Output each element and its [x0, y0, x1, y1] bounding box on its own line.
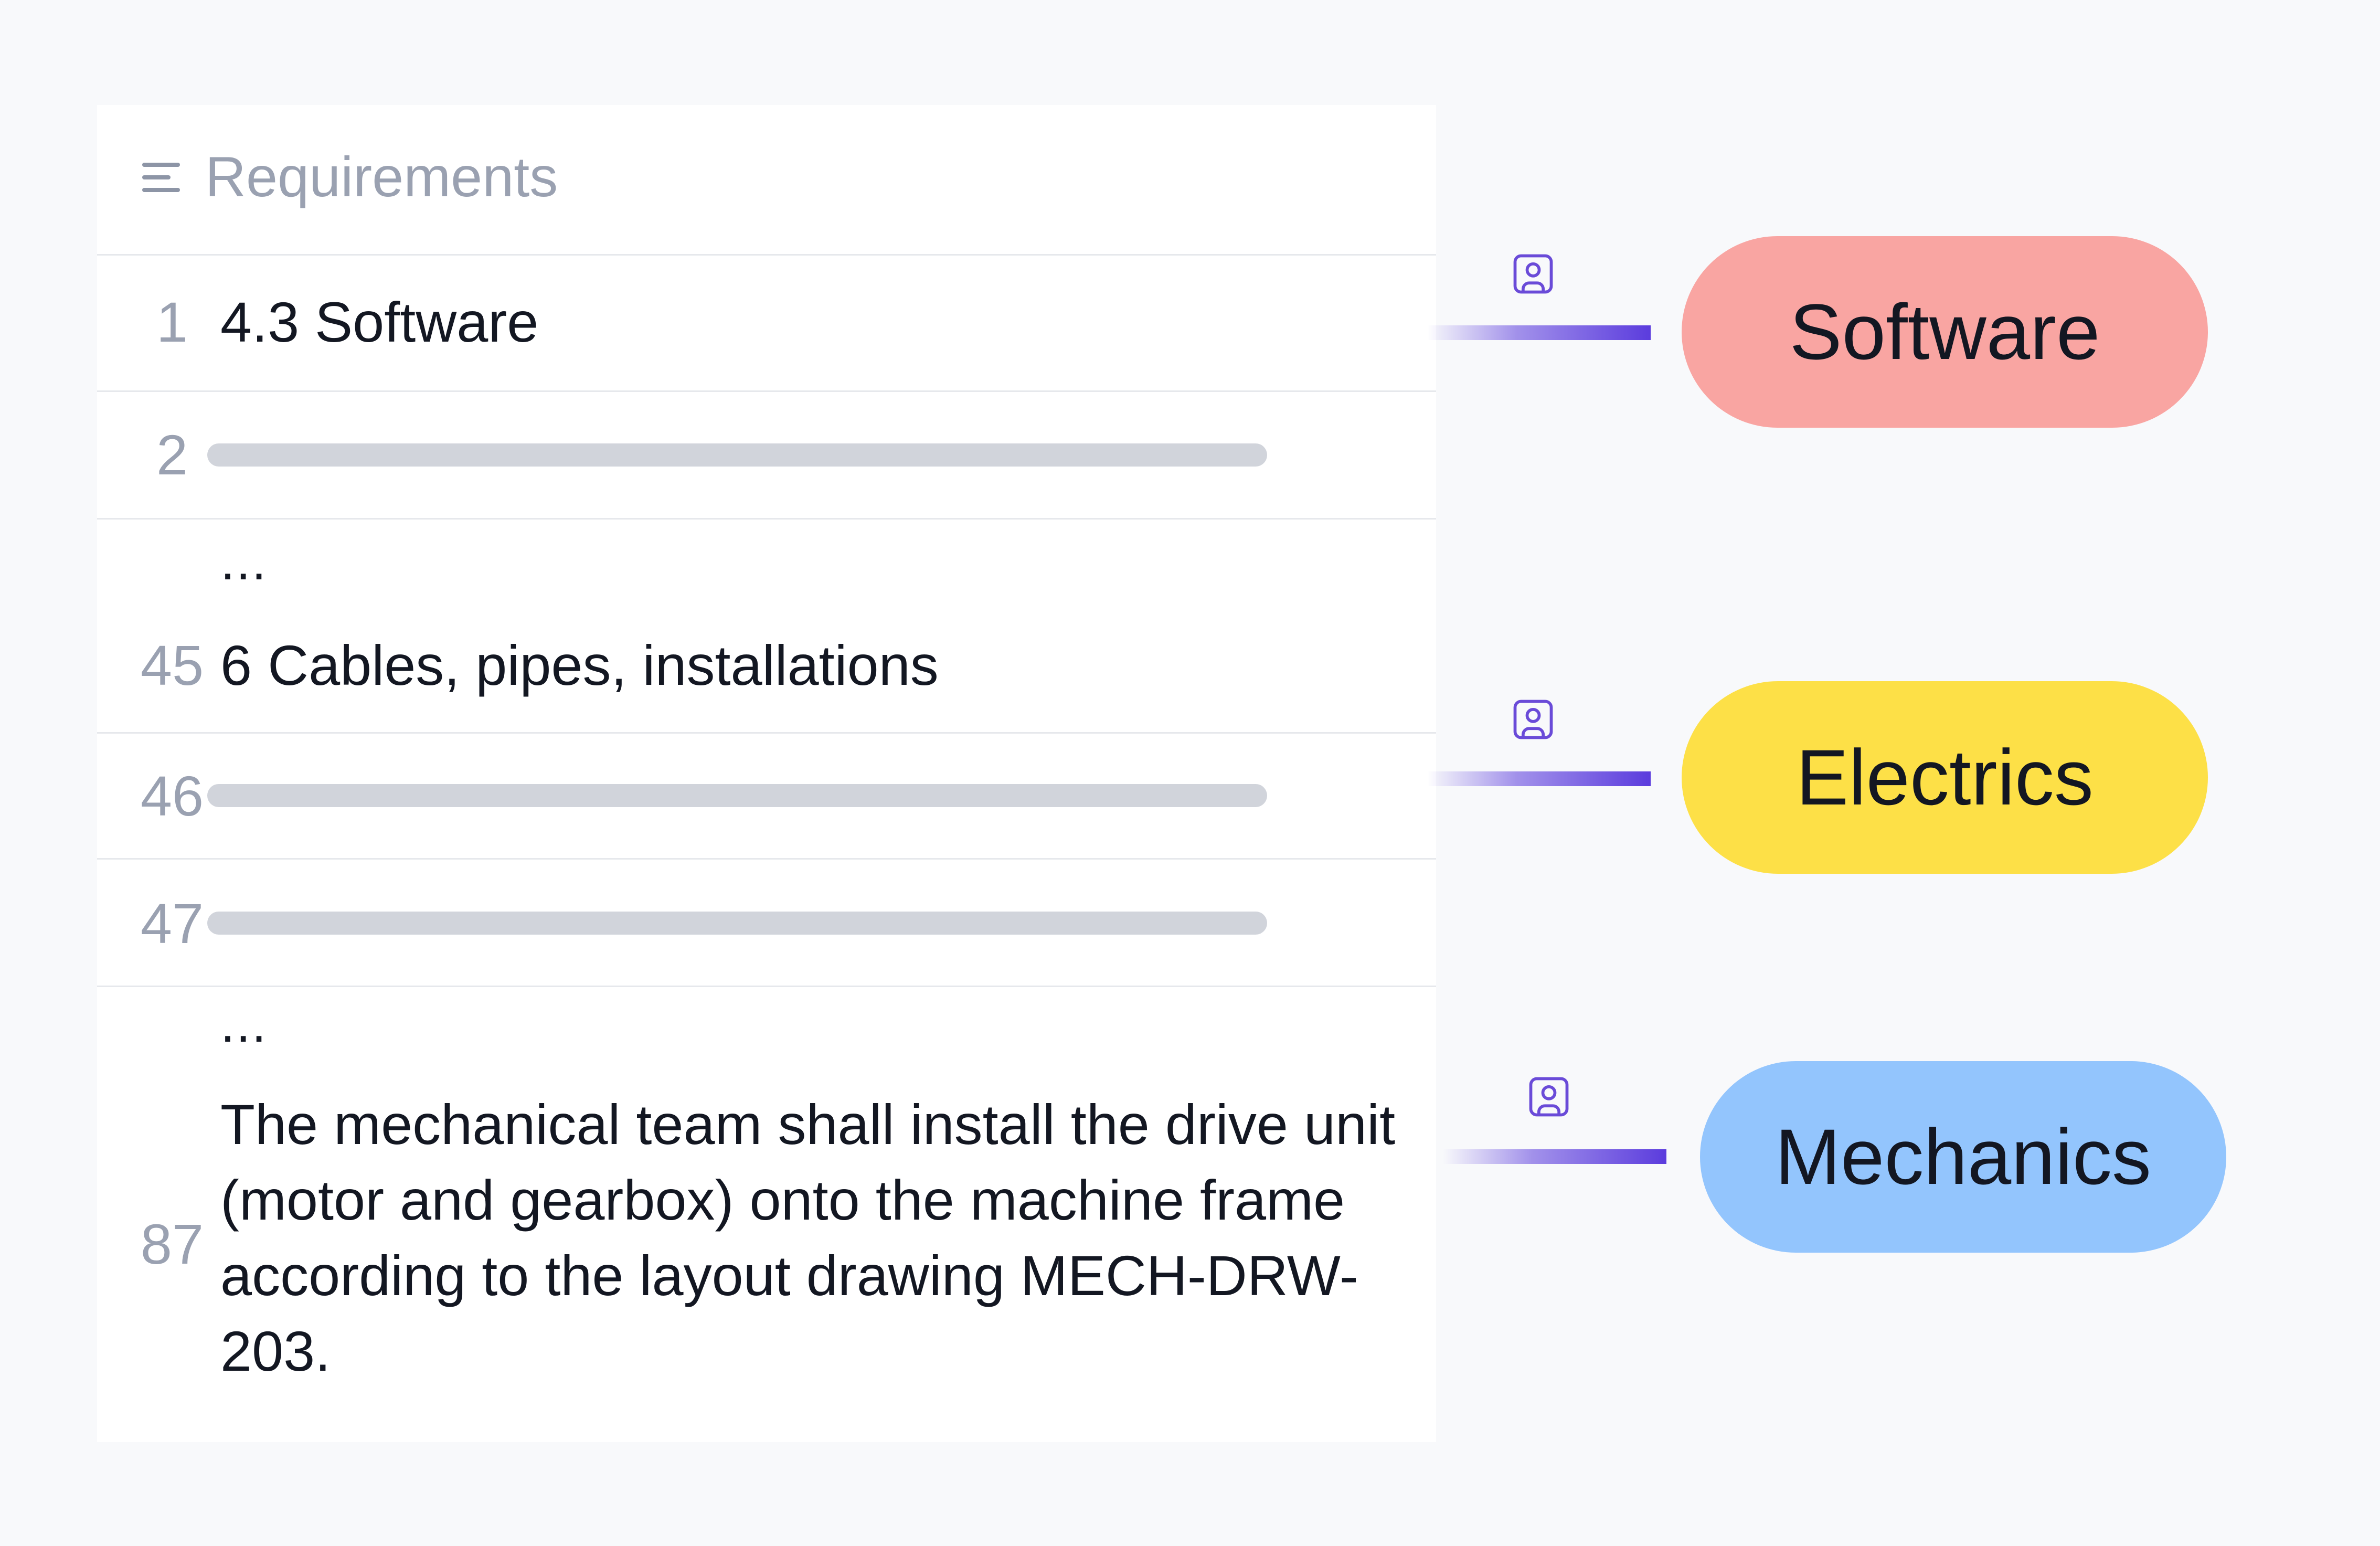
tag-software[interactable]: Software — [1682, 236, 2208, 428]
panel-header: Requirements — [97, 105, 1436, 256]
tag-electrics[interactable]: Electrics — [1682, 681, 2208, 874]
requirement-row-47[interactable]: 47 — [97, 860, 1436, 987]
row-text: 6 Cables, pipes, installations — [220, 633, 939, 697]
person-icon[interactable] — [1525, 1073, 1573, 1121]
row-number: 46 — [140, 764, 204, 828]
row-text: The mechanical team shall install the dr… — [220, 1093, 1396, 1383]
tag-mechanics[interactable]: Mechanics — [1700, 1061, 2226, 1253]
requirements-panel: Requirements 1 4.3 Software 2 ... 45 6 C… — [97, 105, 1436, 1442]
connector-line — [1427, 325, 1651, 340]
requirement-row-87[interactable]: ... 87 The mechanical team shall install… — [97, 987, 1436, 1442]
panel-title: Requirements — [205, 145, 558, 208]
row-number: 2 — [156, 423, 188, 486]
row-number: 47 — [140, 892, 204, 955]
list-icon[interactable] — [142, 163, 180, 194]
requirement-row-45[interactable]: ... 45 6 Cables, pipes, installations — [97, 520, 1436, 734]
row-text: 4.3 Software — [220, 290, 539, 354]
row-number: 1 — [156, 290, 188, 354]
placeholder-bar — [207, 912, 1267, 935]
ellipsis: ... — [220, 994, 268, 1053]
requirement-row-2[interactable]: 2 — [97, 392, 1436, 520]
ellipsis: ... — [220, 532, 268, 591]
connector-line — [1427, 771, 1651, 786]
connector-line — [1443, 1149, 1666, 1164]
requirement-row-1[interactable]: 1 4.3 Software — [97, 254, 1436, 392]
person-icon[interactable] — [1509, 695, 1557, 744]
placeholder-bar — [207, 443, 1267, 467]
person-icon[interactable] — [1509, 250, 1557, 298]
placeholder-bar — [207, 784, 1267, 807]
requirement-row-46[interactable]: 46 — [97, 734, 1436, 860]
row-number: 45 — [140, 633, 204, 697]
row-number: 87 — [140, 1212, 204, 1276]
